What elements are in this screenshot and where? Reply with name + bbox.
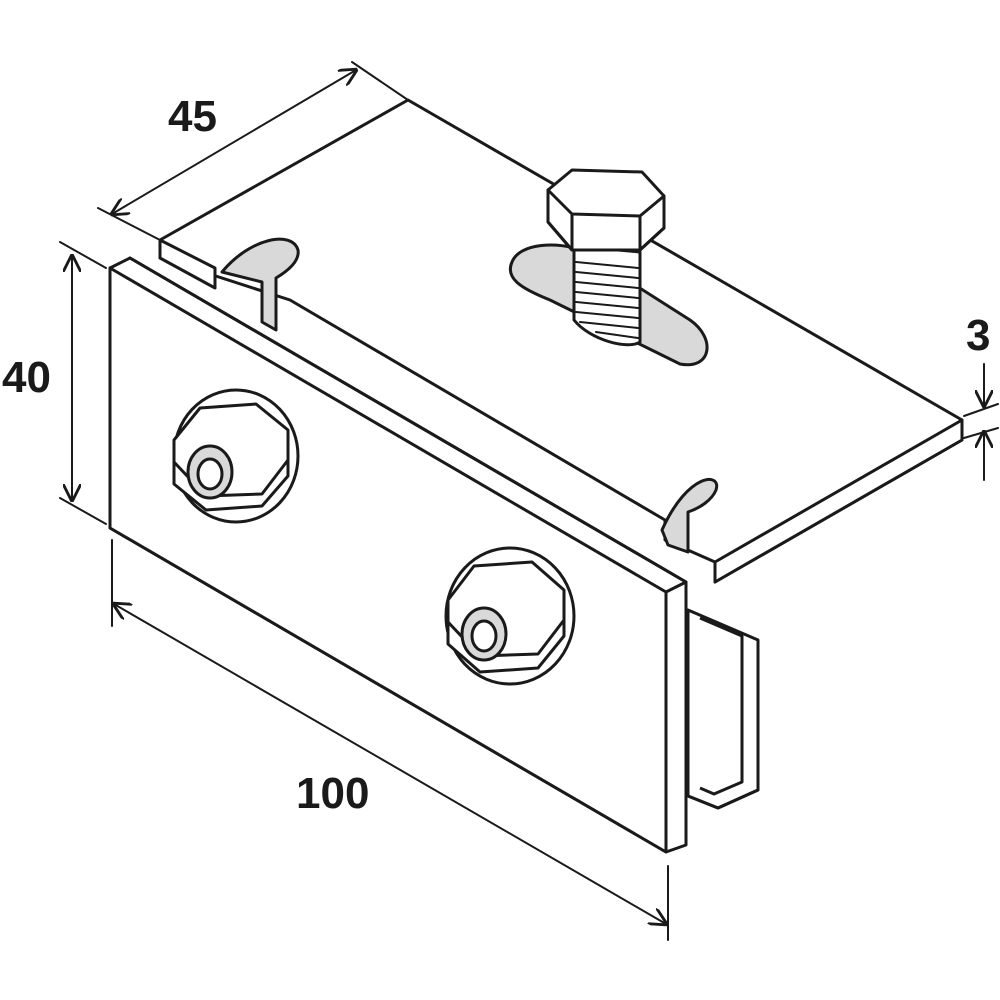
dimension-label-width: 45	[168, 92, 217, 141]
bolt-thread	[575, 261, 639, 339]
dimension-3	[963, 363, 999, 481]
dimension-100	[112, 539, 668, 941]
dimension-label-length: 100	[296, 769, 370, 818]
u-channel	[686, 608, 760, 810]
dimension-45	[97, 61, 409, 241]
top-plate	[158, 98, 964, 584]
dimension-label-height: 40	[2, 353, 51, 402]
right-nut	[444, 546, 576, 686]
vertical-bolt	[546, 168, 666, 347]
left-nut	[172, 388, 300, 524]
dimension-label-thickness: 3	[966, 311, 991, 360]
dimension-40	[59, 241, 107, 525]
